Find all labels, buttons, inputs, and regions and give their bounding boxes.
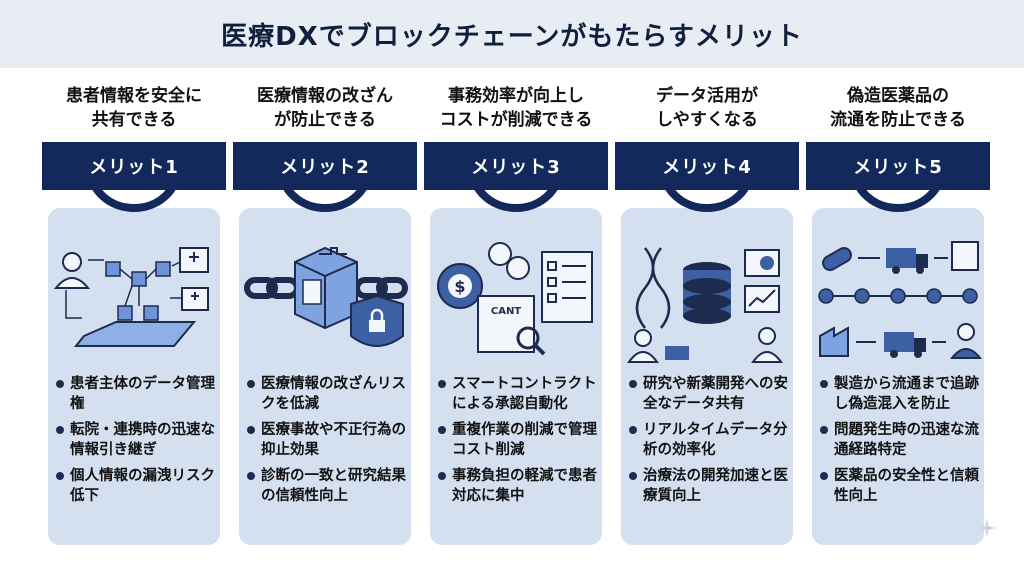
- merit-column-2: 医療情報の改ざん が防止できる メリット2 医療情報の改ざんリスクを低減 医療事…: [233, 68, 417, 565]
- contract-automation-icon: $ CANT: [437, 242, 593, 356]
- bullet-item: 治療法の開発加速と医療質向上: [629, 466, 793, 506]
- title-bar: 医療DXでブロックチェーンがもたらすメリット: [0, 0, 1024, 68]
- merit-column-5: 偽造医薬品の 流通を防止できる メリット5 製造から流通まで追跡し偽造混入を防止…: [806, 68, 990, 565]
- merit-bullet-list: 製造から流通まで追跡し偽造混入を防止 問題発生時の迅速な流通経路特定 医薬品の安…: [820, 374, 984, 512]
- merit-column-3: 事務効率が向上し コストが削減できる メリット3 $ CANT スマートコントラ…: [424, 68, 608, 565]
- merit-badge: メリット2: [233, 142, 417, 190]
- data-utilization-icon: [627, 247, 783, 363]
- merit-heading: データ活用が しやすくなる: [656, 86, 758, 130]
- merit-heading: 患者情報を安全に 共有できる: [66, 86, 202, 130]
- bullet-item: 転院・連携時の迅速な情報引き継ぎ: [56, 420, 220, 460]
- svg-text:$: $: [454, 277, 465, 296]
- bullet-item: リアルタイムデータ分析の効率化: [629, 420, 793, 460]
- bullet-item: 医薬品の安全性と信頼性向上: [820, 466, 984, 506]
- merit-heading: 偽造医薬品の 流通を防止できる: [830, 86, 966, 130]
- merit-badge: メリット1: [42, 142, 226, 190]
- merit-badge: メリット4: [615, 142, 799, 190]
- bullet-item: 診断の一致と研究結果の信頼性向上: [247, 466, 411, 506]
- bullet-item: 研究や新薬開発への安全なデータ共有: [629, 374, 793, 414]
- bullet-item: 製造から流通まで追跡し偽造混入を防止: [820, 374, 984, 414]
- merit-column-1: 患者情報を安全に 共有できる メリット1 患者主体のデータ管理権 転院・連携時の…: [42, 68, 226, 565]
- supply-chain-icon: [818, 241, 983, 359]
- bullet-item: スマートコントラクトによる承認自動化: [438, 374, 602, 414]
- merit-bullet-list: スマートコントラクトによる承認自動化 重複作業の削減で管理コスト削減 事務負担の…: [438, 374, 602, 512]
- merit-badge: メリット3: [424, 142, 608, 190]
- page-title: 医療DXでブロックチェーンがもたらすメリット: [221, 21, 803, 52]
- merit-badge: メリット5: [806, 142, 990, 190]
- bullet-item: 患者主体のデータ管理権: [56, 374, 220, 414]
- merit-heading: 医療情報の改ざん が防止できる: [257, 86, 393, 130]
- contract-label: CANT: [491, 306, 521, 317]
- merit-bullet-list: 患者主体のデータ管理権 転院・連携時の迅速な情報引き継ぎ 個人情報の漏洩リスク低…: [56, 374, 220, 512]
- bullet-item: 重複作業の削減で管理コスト削減: [438, 420, 602, 460]
- sparkle-icon: [978, 519, 996, 537]
- merit-column-4: データ活用が しやすくなる メリット4 研究や新薬開発への安全なデータ共有 リア…: [615, 68, 799, 565]
- merit-heading: 事務効率が向上し コストが削減できる: [439, 86, 593, 130]
- bullet-item: 医療事故や不正行為の抑止効果: [247, 420, 411, 460]
- bullet-item: 事務負担の軽減で患者対応に集中: [438, 466, 602, 506]
- merit-bullet-list: 研究や新薬開発への安全なデータ共有 リアルタイムデータ分析の効率化 治療法の開発…: [629, 374, 793, 512]
- patient-data-sharing-icon: [53, 247, 209, 347]
- chain-lock-icon: [244, 246, 408, 347]
- bullet-item: 個人情報の漏洩リスク低下: [56, 466, 220, 506]
- bullet-item: 問題発生時の迅速な流通経路特定: [820, 420, 984, 460]
- merit-bullet-list: 医療情報の改ざんリスクを低減 医療事故や不正行為の抑止効果 診断の一致と研究結果…: [247, 374, 411, 512]
- bullet-item: 医療情報の改ざんリスクを低減: [247, 374, 411, 414]
